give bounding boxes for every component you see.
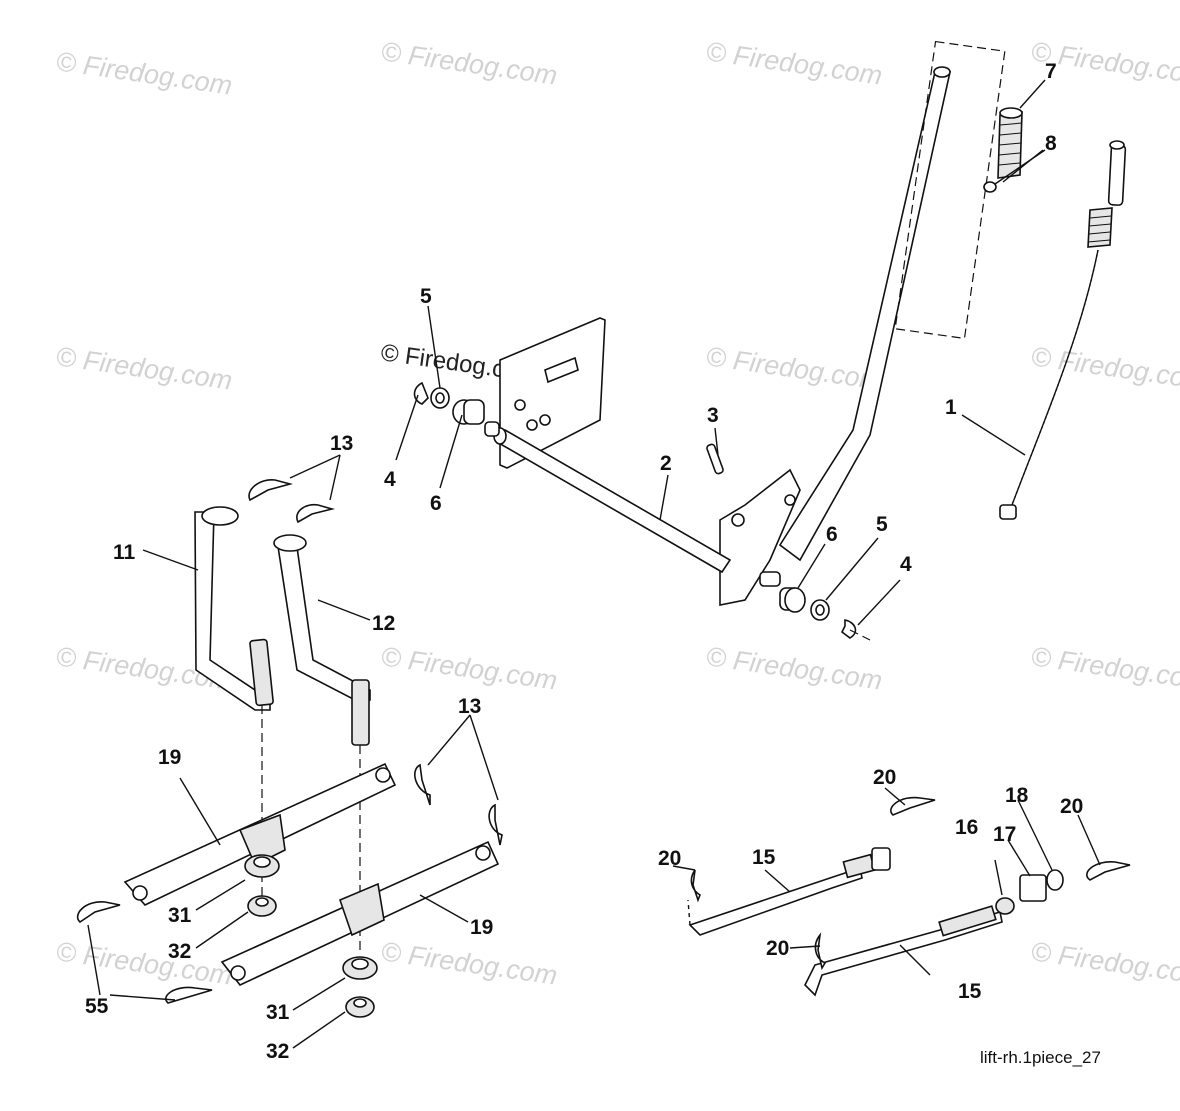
callout-16: 16 bbox=[955, 816, 978, 839]
callout-17: 17 bbox=[993, 823, 1016, 846]
watermark: © Firedog.com bbox=[54, 936, 234, 990]
callout-15b: 15 bbox=[958, 980, 982, 1003]
callout-15: 15 bbox=[752, 846, 776, 869]
callout-20b: 20 bbox=[658, 847, 681, 870]
lift-shaft bbox=[484, 317, 781, 587]
callout-6b: 6 bbox=[826, 523, 838, 546]
adjust-rod-upper bbox=[687, 847, 891, 936]
hairpin-clips-55 bbox=[76, 901, 213, 1004]
callout-12: 12 bbox=[372, 612, 395, 635]
callout-5b: 5 bbox=[876, 513, 888, 536]
callout-3: 3 bbox=[707, 404, 719, 427]
watermark: © Firedog.com bbox=[1029, 936, 1180, 990]
callout-7: 7 bbox=[1045, 60, 1057, 83]
callout-1: 1 bbox=[945, 396, 957, 419]
handle-grip bbox=[983, 107, 1046, 193]
diagram-reference-code: lift-rh.1piece_27 bbox=[980, 1048, 1101, 1067]
callout-11: 11 bbox=[113, 541, 136, 564]
watermark: © Firedog.com bbox=[704, 36, 884, 90]
lift-link-12 bbox=[273, 534, 371, 950]
callout-55: 55 bbox=[85, 995, 109, 1018]
callout-18: 18 bbox=[1005, 784, 1029, 807]
callout-13b: 13 bbox=[458, 695, 481, 718]
callout-31: 31 bbox=[168, 904, 192, 927]
watermark: © Firedog.com bbox=[1029, 341, 1180, 395]
callout-19: 19 bbox=[158, 746, 181, 769]
lift-link-11 bbox=[194, 506, 274, 900]
callout-8: 8 bbox=[1045, 132, 1057, 155]
callout-5: 5 bbox=[420, 285, 432, 308]
lift-lever bbox=[719, 40, 1006, 606]
callout-32: 32 bbox=[168, 940, 191, 963]
watermark: © Firedog.com bbox=[1029, 641, 1180, 695]
watermark: © Firedog.com bbox=[54, 46, 234, 100]
spacers-nuts bbox=[244, 854, 378, 1018]
callout-4b: 4 bbox=[900, 553, 912, 576]
callout-20c: 20 bbox=[1060, 795, 1083, 818]
callout-32b: 32 bbox=[266, 1040, 289, 1063]
callout-31b: 31 bbox=[266, 1001, 290, 1024]
watermark: © Firedog.com bbox=[379, 641, 559, 695]
callout-2: 2 bbox=[660, 452, 672, 475]
lift-arm-upper bbox=[123, 762, 397, 906]
callout-20d: 20 bbox=[766, 937, 789, 960]
leader-lines bbox=[87, 79, 1101, 1049]
watermark: © Firedog.com bbox=[379, 36, 559, 90]
hardware-right bbox=[779, 587, 871, 641]
watermark: © Firedog.com bbox=[704, 641, 884, 695]
hairpin-clips bbox=[248, 479, 503, 846]
callout-13: 13 bbox=[330, 432, 353, 455]
adjust-rod-lower bbox=[804, 869, 1064, 997]
callout-20: 20 bbox=[873, 766, 896, 789]
watermark: © Firedog.com bbox=[704, 341, 884, 395]
lift-arm-lower bbox=[220, 840, 500, 986]
callout-19b: 19 bbox=[470, 916, 493, 939]
lift-cable bbox=[999, 140, 1127, 520]
watermark: © Firedog.com bbox=[379, 936, 559, 990]
callout-numbers: 7 8 1 5 4 6 3 2 6 5 4 13 11 12 13 19 19 … bbox=[85, 60, 1083, 1063]
callout-6: 6 bbox=[430, 492, 442, 515]
watermark: © Firedog.com bbox=[54, 341, 234, 395]
callout-4: 4 bbox=[384, 468, 396, 491]
